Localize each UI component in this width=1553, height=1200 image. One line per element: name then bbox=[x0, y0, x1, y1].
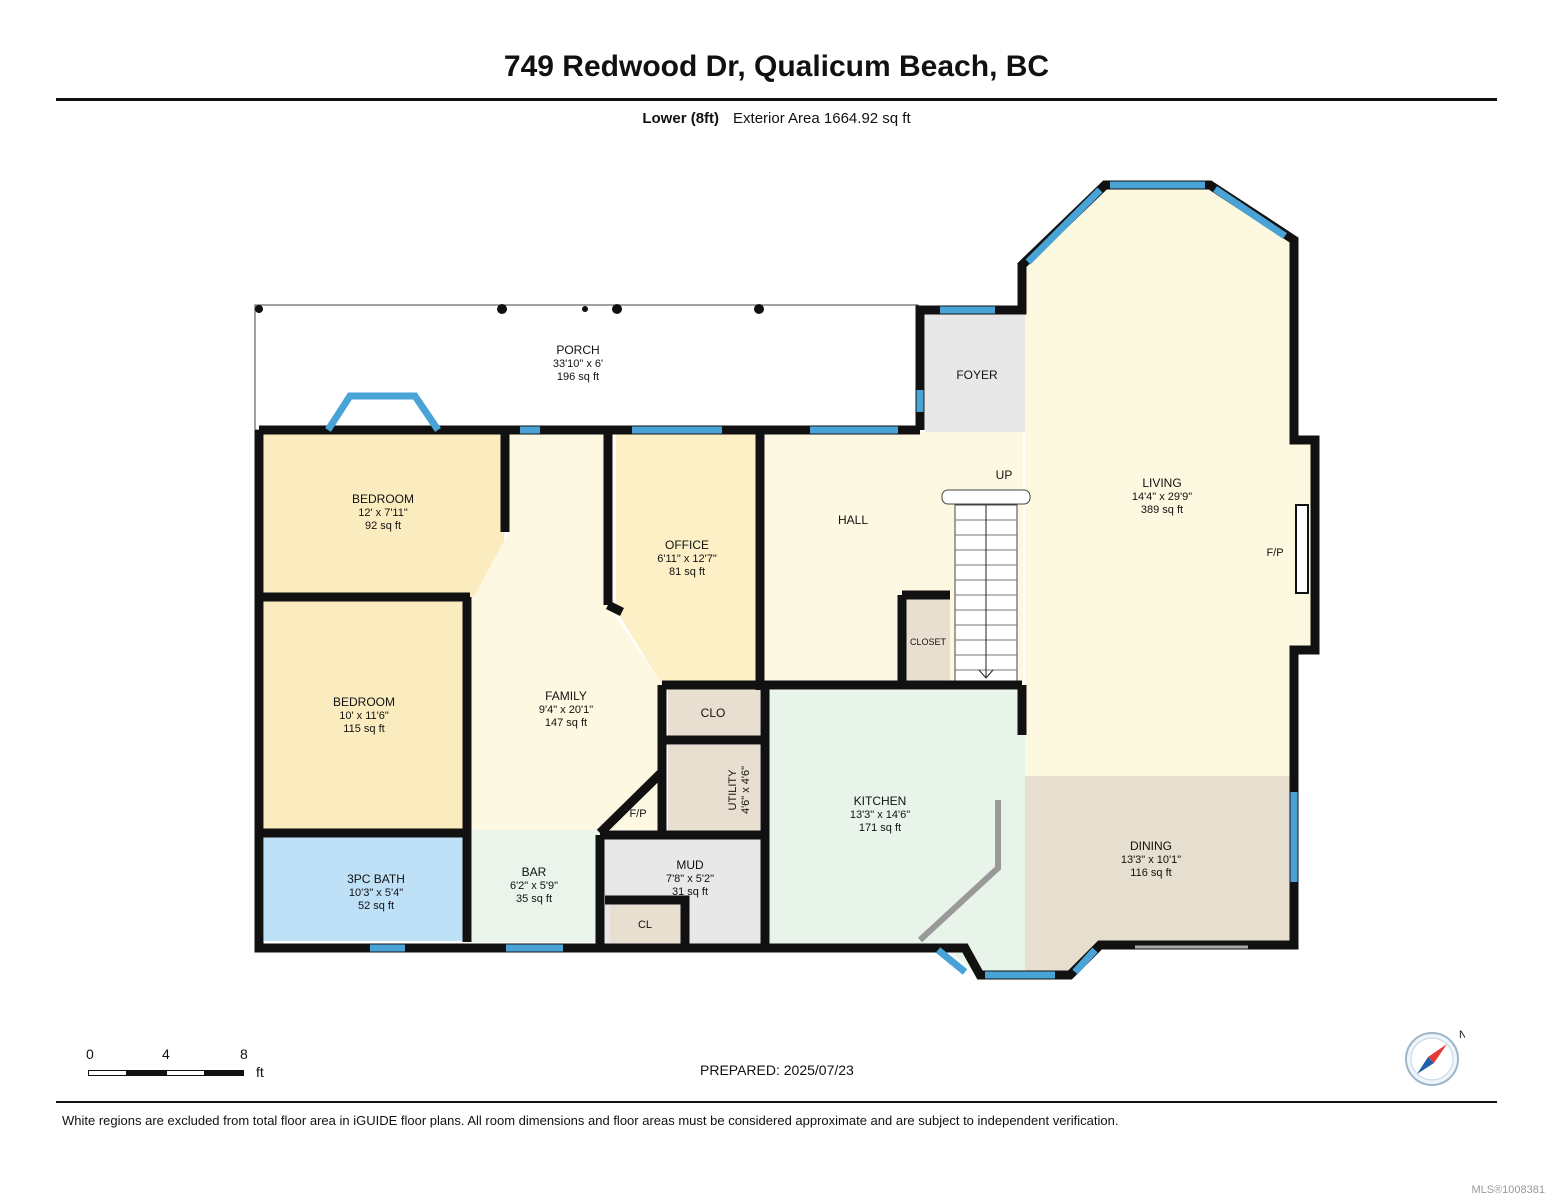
exterior-area: Exterior Area 1664.92 sq ft bbox=[733, 110, 911, 127]
bedroom2-name: BEDROOM bbox=[333, 695, 395, 709]
header-divider bbox=[56, 98, 1497, 101]
bar-dim: 6'2" x 5'9" bbox=[510, 880, 558, 892]
windows bbox=[325, 181, 1298, 979]
clo-area bbox=[668, 688, 760, 738]
bedroom2-area bbox=[264, 600, 464, 830]
living-area bbox=[1025, 185, 1312, 776]
bar-area-text: 35 sq ft bbox=[516, 893, 552, 905]
scale-segment bbox=[205, 1070, 244, 1076]
bath-dim: 10'3" x 5'4" bbox=[349, 887, 403, 899]
living-fp-label: F/P bbox=[1266, 547, 1283, 559]
utility-area bbox=[668, 745, 760, 833]
plan-subtitle: Lower (8ft) Exterior Area 1664.92 sq ft bbox=[0, 110, 1553, 127]
dining-name: DINING bbox=[1130, 839, 1172, 853]
scale-bar: 0 4 8 ft bbox=[86, 1046, 286, 1086]
kitchen-area-text: 171 sq ft bbox=[859, 822, 901, 834]
family-name: FAMILY bbox=[545, 689, 587, 703]
bedroom1-dim: 12' x 7'11" bbox=[358, 507, 408, 519]
kitchen-name: KITCHEN bbox=[854, 794, 907, 808]
bedroom2-dim: 10' x 11'6" bbox=[339, 710, 389, 722]
kitchen-counter bbox=[917, 800, 1001, 943]
living-dim: 14'4" x 29'9" bbox=[1132, 491, 1192, 503]
utility-dim: 4'6" x 4'6" bbox=[740, 766, 752, 814]
bar-name: BAR bbox=[522, 865, 547, 879]
family-area bbox=[472, 432, 662, 830]
scale-segment bbox=[166, 1070, 205, 1076]
family-area-text: 147 sq ft bbox=[545, 717, 587, 729]
bath-area-text: 52 sq ft bbox=[358, 900, 394, 912]
office-area bbox=[616, 432, 760, 685]
mud-name: MUD bbox=[676, 858, 704, 872]
level-label: Lower (8ft) bbox=[642, 110, 720, 127]
dining-dim: 13'3" x 10'1" bbox=[1121, 854, 1181, 866]
foyer-name: FOYER bbox=[956, 368, 998, 382]
prepared-date: PREPARED: 2025/07/23 bbox=[700, 1062, 854, 1078]
room-labels: PORCH 33'10" x 6' 196 sq ft FOYER BEDROO… bbox=[333, 343, 1284, 931]
scale-label-8: 8 bbox=[240, 1046, 248, 1062]
porch-name: PORCH bbox=[556, 343, 599, 357]
walls bbox=[254, 180, 1320, 980]
cl-name: CL bbox=[638, 919, 652, 931]
office-dim: 6'11" x 12'7" bbox=[657, 553, 717, 565]
foyer-area bbox=[925, 310, 1025, 432]
mud-dim: 7'8" x 5'2" bbox=[666, 873, 714, 885]
living-name: LIVING bbox=[1142, 476, 1181, 490]
kitchen-dim: 13'3" x 14'6" bbox=[850, 809, 910, 821]
compass: N bbox=[1403, 1028, 1467, 1090]
stairs bbox=[941, 489, 1031, 686]
bedroom1-area-text: 92 sq ft bbox=[365, 520, 401, 532]
office-name: OFFICE bbox=[665, 538, 709, 552]
porch-area bbox=[254, 304, 919, 431]
mud-area-text: 31 sq ft bbox=[672, 886, 708, 898]
clo-name: CLO bbox=[701, 706, 726, 720]
bedroom2-area-text: 115 sq ft bbox=[343, 723, 384, 735]
dining-area bbox=[965, 776, 1290, 975]
compass-north-label: N bbox=[1459, 1029, 1465, 1041]
disclaimer: White regions are excluded from total fl… bbox=[62, 1113, 1119, 1128]
living-fireplace bbox=[1295, 504, 1309, 594]
porch-posts bbox=[255, 304, 764, 314]
dining-area-text: 116 sq ft bbox=[1130, 867, 1171, 879]
scale-label-4: 4 bbox=[162, 1046, 170, 1062]
stairs-up-label: UP bbox=[996, 468, 1013, 482]
footer-divider bbox=[56, 1101, 1497, 1103]
bar-area bbox=[472, 830, 600, 942]
bedroom1-area bbox=[264, 432, 504, 597]
compass-icon: N bbox=[1405, 1029, 1467, 1086]
plan-title: 749 Redwood Dr, Qualicum Beach, BC bbox=[503, 50, 1050, 83]
scale-label-0: 0 bbox=[86, 1046, 94, 1062]
porch-dim: 33'10" x 6' bbox=[553, 358, 603, 370]
scale-segment bbox=[127, 1070, 166, 1076]
scale-segment bbox=[88, 1070, 127, 1076]
family-dim: 9'4" x 20'1" bbox=[539, 704, 593, 716]
bedroom1-name: BEDROOM bbox=[352, 492, 414, 506]
scale-unit: ft bbox=[256, 1064, 264, 1080]
room-fills bbox=[254, 185, 1312, 975]
fixtures bbox=[917, 504, 1309, 949]
cl-area bbox=[610, 905, 682, 943]
hall-name: HALL bbox=[838, 513, 868, 527]
mls-number: MLS®1008381 bbox=[1471, 1184, 1545, 1196]
office-area-text: 81 sq ft bbox=[669, 566, 705, 578]
porch-area-text: 196 sq ft bbox=[557, 371, 599, 383]
bath-name: 3PC BATH bbox=[347, 872, 405, 886]
utility-name: UTILITY bbox=[727, 769, 739, 811]
closet-area bbox=[905, 598, 950, 686]
bath-area bbox=[264, 836, 466, 941]
family-fp-label: F/P bbox=[629, 808, 646, 820]
closet-name: CLOSET bbox=[910, 637, 947, 647]
living-area-text: 389 sq ft bbox=[1141, 504, 1183, 516]
